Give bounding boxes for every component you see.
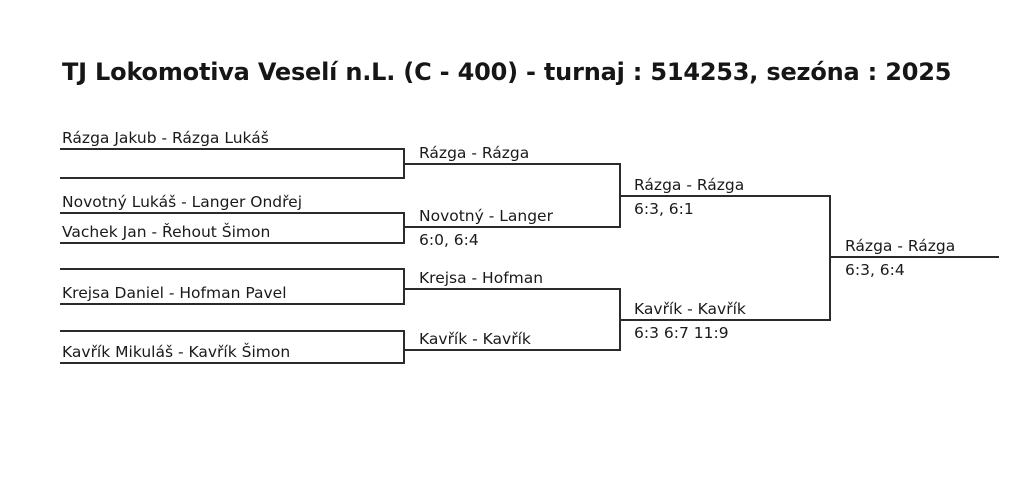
round1-entry-label: Krejsa Daniel - Hofman Pavel <box>62 284 287 302</box>
semifinal-slot-line <box>619 195 831 197</box>
semifinal-score: 6:3, 6:1 <box>634 200 694 218</box>
page-title: TJ Lokomotiva Veselí n.L. (C - 400) - tu… <box>62 58 952 86</box>
round1-slot-line <box>60 362 405 364</box>
round2-connector <box>619 288 621 349</box>
round2-winner-label: Rázga - Rázga <box>419 144 530 162</box>
round1-slot-line <box>60 212 405 214</box>
round1-slot-line <box>60 330 405 332</box>
round1-entry-label: Novotný Lukáš - Langer Ondřej <box>62 193 303 211</box>
round2-winner-label: Kavřík - Kavřík <box>419 330 531 348</box>
round2-winner-label: Krejsa - Hofman <box>419 269 544 287</box>
round1-entry-label: Kavřík Mikuláš - Kavřík Šimon <box>62 343 291 361</box>
round2-slot-line <box>403 349 621 351</box>
round2-slot-line <box>403 163 621 165</box>
round2-connector <box>619 163 621 226</box>
round1-entry-label: Rázga Jakub - Rázga Lukáš <box>62 129 269 147</box>
semifinal-winner-label: Rázga - Rázga <box>634 176 745 194</box>
round1-slot-line <box>60 177 405 179</box>
semifinal-winner-label: Kavřík - Kavřík <box>634 300 746 318</box>
semifinal-score: 6:3 6:7 11:9 <box>634 324 729 342</box>
final-winner-label: Rázga - Rázga <box>845 237 956 255</box>
semifinal-slot-line <box>619 319 831 321</box>
round1-entry-label: Vachek Jan - Řehout Šimon <box>62 223 271 241</box>
round1-slot-line <box>60 268 405 270</box>
round1-slot-line <box>60 303 405 305</box>
round2-winner-label: Novotný - Langer <box>419 207 553 225</box>
final-slot-line <box>829 256 999 258</box>
round1-slot-line <box>60 242 405 244</box>
round1-connector <box>403 330 405 362</box>
round2-slot-line <box>403 288 621 290</box>
round1-connector <box>403 268 405 303</box>
round2-score: 6:0, 6:4 <box>419 231 479 249</box>
round2-slot-line <box>403 226 621 228</box>
final-score: 6:3, 6:4 <box>845 261 905 279</box>
round1-slot-line <box>60 148 405 150</box>
round1-connector <box>403 148 405 177</box>
